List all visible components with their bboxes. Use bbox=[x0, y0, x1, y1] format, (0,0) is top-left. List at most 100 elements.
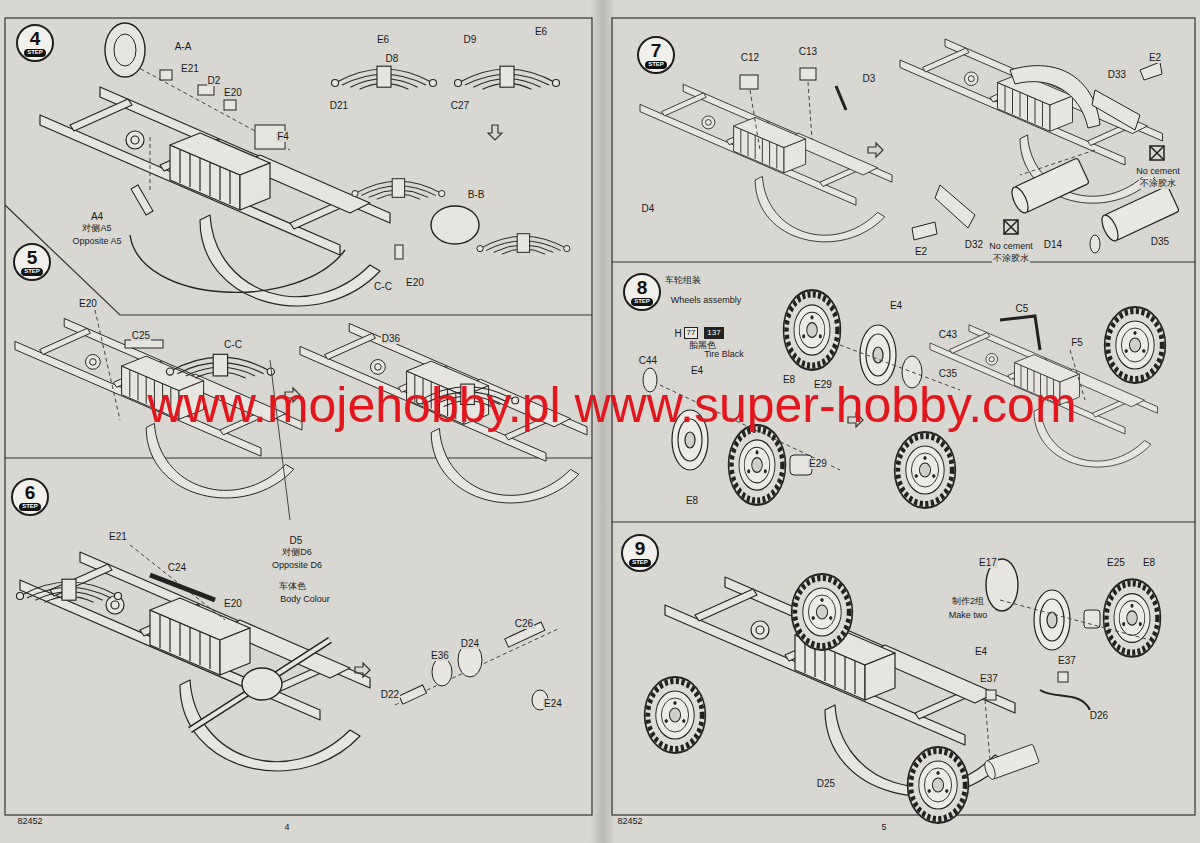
part-number: E2 bbox=[914, 246, 928, 257]
step-5-art bbox=[125, 340, 163, 348]
part-number: E21 bbox=[180, 63, 200, 74]
part-number: C-C bbox=[373, 281, 393, 292]
part-number: E25 bbox=[1106, 557, 1126, 568]
part-number: E8 bbox=[1142, 557, 1156, 568]
step-7-art bbox=[1090, 235, 1100, 253]
step-9-art bbox=[1040, 690, 1090, 710]
part-number: E17 bbox=[978, 557, 998, 568]
step-7-art bbox=[1004, 220, 1018, 234]
step-7-art bbox=[1009, 158, 1090, 215]
part-number: D26 bbox=[1089, 710, 1109, 721]
part-number: C26 bbox=[514, 618, 534, 629]
step-word: STEP bbox=[645, 61, 667, 68]
step-4-art bbox=[224, 100, 236, 110]
part-number: C5 bbox=[1015, 303, 1030, 314]
step-5-art bbox=[95, 310, 120, 420]
step-divider bbox=[612, 261, 1195, 262]
part-number: E4 bbox=[690, 365, 704, 376]
step-word: STEP bbox=[631, 298, 653, 305]
part-number: D4 bbox=[641, 203, 656, 214]
step-word: STEP bbox=[21, 268, 43, 275]
note-text: 制作2组 bbox=[951, 597, 985, 607]
step-4-art bbox=[40, 23, 570, 306]
step-9-art bbox=[1034, 590, 1070, 650]
part-number: C12 bbox=[740, 52, 760, 63]
step-9-art bbox=[985, 700, 990, 760]
step-6-art bbox=[432, 658, 452, 686]
step-6-art bbox=[130, 545, 225, 620]
step-7-art bbox=[1140, 62, 1162, 80]
step-9-art bbox=[645, 677, 706, 753]
step-9-art bbox=[986, 690, 996, 700]
part-number: E21 bbox=[108, 531, 128, 542]
part-number: E36 bbox=[430, 650, 450, 661]
step-4-art bbox=[114, 34, 136, 66]
step-badge: 9STEP bbox=[621, 534, 659, 572]
note-text: No cement bbox=[1135, 167, 1181, 177]
note-text: 车体色 bbox=[278, 582, 307, 592]
note-text: Tire Black bbox=[703, 350, 745, 360]
note-text: 对侧A5 bbox=[81, 224, 112, 234]
step-badge: 4STEP bbox=[16, 24, 54, 62]
step-number: 8 bbox=[637, 278, 648, 297]
step-9-art bbox=[1104, 579, 1161, 657]
step-divider bbox=[612, 521, 1195, 522]
paint-code-box: 137 bbox=[704, 327, 723, 339]
step-4-art bbox=[488, 125, 502, 140]
note-text: Make two bbox=[948, 611, 989, 621]
step-7-art bbox=[912, 222, 937, 240]
step-4-art bbox=[105, 23, 145, 77]
step-badge: 6STEP bbox=[11, 478, 49, 516]
part-number: H bbox=[673, 328, 682, 339]
step-4-art bbox=[455, 66, 560, 89]
part-number: E20 bbox=[223, 87, 243, 98]
step-6-art bbox=[242, 668, 282, 700]
part-number: E6 bbox=[534, 26, 548, 37]
step-9-art bbox=[1084, 610, 1100, 628]
step-8-art bbox=[729, 425, 786, 505]
step-number: 6 bbox=[25, 483, 36, 502]
part-number: D3 bbox=[862, 73, 877, 84]
step-4-art bbox=[332, 66, 437, 89]
step-7-art bbox=[750, 82, 812, 150]
step-8-art bbox=[1105, 307, 1166, 383]
part-number: A4 bbox=[90, 211, 104, 222]
part-number: D5 bbox=[289, 535, 304, 546]
part-number: D9 bbox=[463, 34, 478, 45]
part-number: E37 bbox=[979, 673, 999, 684]
step-9-art bbox=[1000, 600, 1150, 640]
part-number: E2 bbox=[1148, 52, 1162, 63]
part-number: D22 bbox=[380, 689, 400, 700]
page-footer: 5 bbox=[880, 823, 887, 833]
step-7-art bbox=[640, 84, 892, 242]
paint-code: 137 bbox=[707, 328, 720, 337]
part-number: E20 bbox=[405, 277, 425, 288]
part-number: D36 bbox=[381, 333, 401, 344]
step-word: STEP bbox=[19, 503, 41, 510]
part-number: D35 bbox=[1150, 236, 1170, 247]
step-number: 9 bbox=[635, 539, 646, 558]
watermark: www.mojehobby.pl www.super-hobby.com bbox=[146, 380, 1077, 430]
step-9-art bbox=[792, 574, 853, 650]
step-4-art bbox=[431, 206, 479, 244]
step-8-art bbox=[860, 325, 896, 385]
part-number: C24 bbox=[167, 562, 187, 573]
part-number: C27 bbox=[450, 100, 470, 111]
paint-code-box: 77 bbox=[684, 327, 699, 339]
paint-code: 77 bbox=[687, 328, 696, 337]
part-number: C13 bbox=[798, 46, 818, 57]
part-number: C35 bbox=[938, 368, 958, 379]
step-7-art bbox=[836, 86, 846, 110]
step-8-art bbox=[895, 432, 956, 508]
step-6-art bbox=[355, 663, 370, 677]
step-5-art bbox=[166, 354, 274, 378]
step-4-art bbox=[198, 85, 214, 95]
note-text: 不涂胶水 bbox=[992, 254, 1030, 264]
step-7-art bbox=[900, 39, 1163, 203]
step-4-art bbox=[130, 235, 345, 292]
note-text: 车轮组装 bbox=[664, 276, 702, 286]
note-text: 不涂胶水 bbox=[1139, 179, 1177, 189]
step-6-art bbox=[190, 640, 330, 730]
step-7-art bbox=[1010, 66, 1100, 128]
step-7-art bbox=[1150, 146, 1164, 160]
